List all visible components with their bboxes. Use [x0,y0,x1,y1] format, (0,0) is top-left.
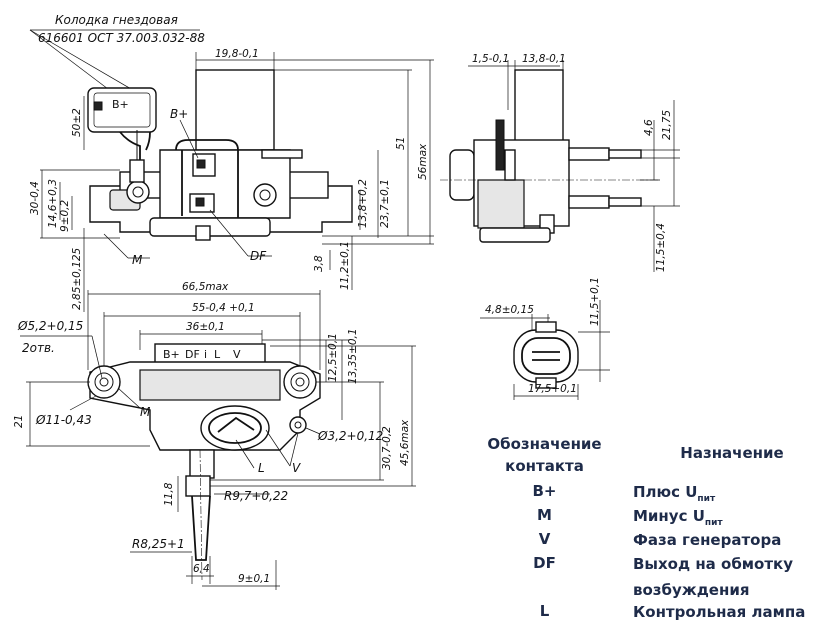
dim-r-9-7: R9,7+0,22 [224,489,288,503]
dim-d-5-2: Ø5,2+0,15 [17,319,83,333]
dim-side-1-5: 1,5-0,1 [472,53,509,65]
legend-code-df: DF [533,554,556,572]
terminal-v: V [233,348,241,361]
callout-line2: 616601 ОСТ 37.003.032-88 [38,31,205,45]
label-m-lower: M [140,405,151,419]
legend-code-l: L [539,602,550,620]
legend-desc-v: Фаза генератора [633,531,782,549]
dim-w-36: 36±0,1 [186,321,225,333]
front-view: 19,8-0,1 B+ M DF 30-0, [29,48,434,312]
legend-desc-df: Выход на обмотку [633,555,794,573]
legend-desc-df-line2: возбуждения [633,581,750,599]
legend-desc-b: Плюс Uпит [633,480,715,511]
connector-housing [87,87,157,133]
legend-header-code: Обозначение контакта [472,433,617,477]
connector-pin-label: B+ [112,98,129,111]
dim-h-3-8: 3,8 [313,255,325,272]
dim-h-12-5: 12,5±0,1 [327,333,339,382]
dim-h-51: 51 [395,137,407,150]
dim-w-55: 55-0,4 +0,1 [192,302,255,314]
legend-header-code-line2: контакта [505,457,584,475]
legend-desc-m-text: Минус U [633,507,705,525]
legend-code-v: V [538,530,551,548]
dim-plug-4-8: 4,8±0,15 [485,304,534,316]
dim-h-2-85: 2,85±0,125 [71,247,83,310]
dim-side-21-75: 21,75 [661,110,673,140]
dim-d-3-2: Ø3,2+0,12 [317,429,383,443]
legend-header-code-line1: Обозначение [487,435,602,453]
dim-w-6-4: 6,4 [193,563,210,575]
dim-h-23-7: 23,7±0,1 [379,179,391,228]
callout-line1: Колодка гнездовая [55,13,178,27]
dim-h-30: 30-0,4 [29,181,41,215]
dim-r-8-25: R8,25+1 [132,537,185,551]
contact-legend: Обозначение контакта Назначение B+ Плюс … [472,430,837,637]
dim-h-45-6: 45,6max [399,419,411,466]
legend-header-purpose: Назначение [680,444,784,462]
dim-plug-17-5: 17,5+0,1 [528,383,577,395]
terminal-l: L [214,348,221,361]
bottom-view: 66,5max 55-0,4 +0,1 36±0,1 B+ DF i L V [13,281,416,590]
dim-h-56: 56max [417,143,429,180]
legend-code-b: B+ [532,482,557,500]
dim-top-width: 19,8-0,1 [215,48,259,60]
dim-h-11-2: 11,2±0,1 [339,241,351,290]
dim-h-9: 9±0,2 [59,200,71,232]
dim-h-30-7: 30,7-0,2 [381,426,393,470]
dim-h-13-8: 13,8+0,2 [357,179,369,228]
dim-w-9: 9±0,1 [238,573,270,585]
dim-w-66-5: 66,5max [182,281,229,293]
terminal-df: DF [185,348,200,361]
dim-h-21: 21 [13,415,25,428]
legend-desc-m-sub: пит [704,518,723,528]
front-top-box [195,69,275,151]
dim-h-11-8: 11,8 [163,482,175,506]
dim-d-11: Ø11-0,43 [35,413,92,427]
legend-desc-m: Минус Uпит [633,504,723,535]
label-m: M [132,253,143,267]
dim-h-13-35: 13,35±0,1 [347,328,359,384]
label-holes: 2отв. [22,341,55,355]
side-top-box [514,69,564,151]
legend-desc-b-text: Плюс U [633,483,698,501]
legend-desc-l: Контрольная лампа [633,603,806,621]
label-l: L [258,461,265,475]
dim-side-4-6: 4,6 [643,119,655,136]
side-view: 1,5-0,1 13,8-0,1 4,6 21,75 11,5±0,4 [440,53,680,272]
left-mount-hole [87,365,121,399]
dim-side-11-5: 11,5±0,4 [655,223,667,272]
label-v: V [292,461,301,475]
label-b-plus: B+ [170,107,188,121]
right-mount-hole [283,365,317,399]
terminal-b: B+ [163,348,180,361]
dim-h-50: 50±2 [71,108,83,137]
legend-desc-b-sub: пит [697,494,716,504]
dim-side-13-8: 13,8-0,1 [522,53,566,65]
legend-code-m: M [537,506,552,524]
terminal-i: i [204,348,207,361]
dim-h-14-6: 14,6+0,3 [47,179,59,228]
dim-plug-11-5: 11,5+0,1 [589,277,601,326]
connector-callout: Колодка гнездовая 616601 ОСТ 37.003.032-… [29,13,205,160]
plug-detail: 4,8±0,15 11,5+0,1 17,5+0,1 [480,277,610,400]
